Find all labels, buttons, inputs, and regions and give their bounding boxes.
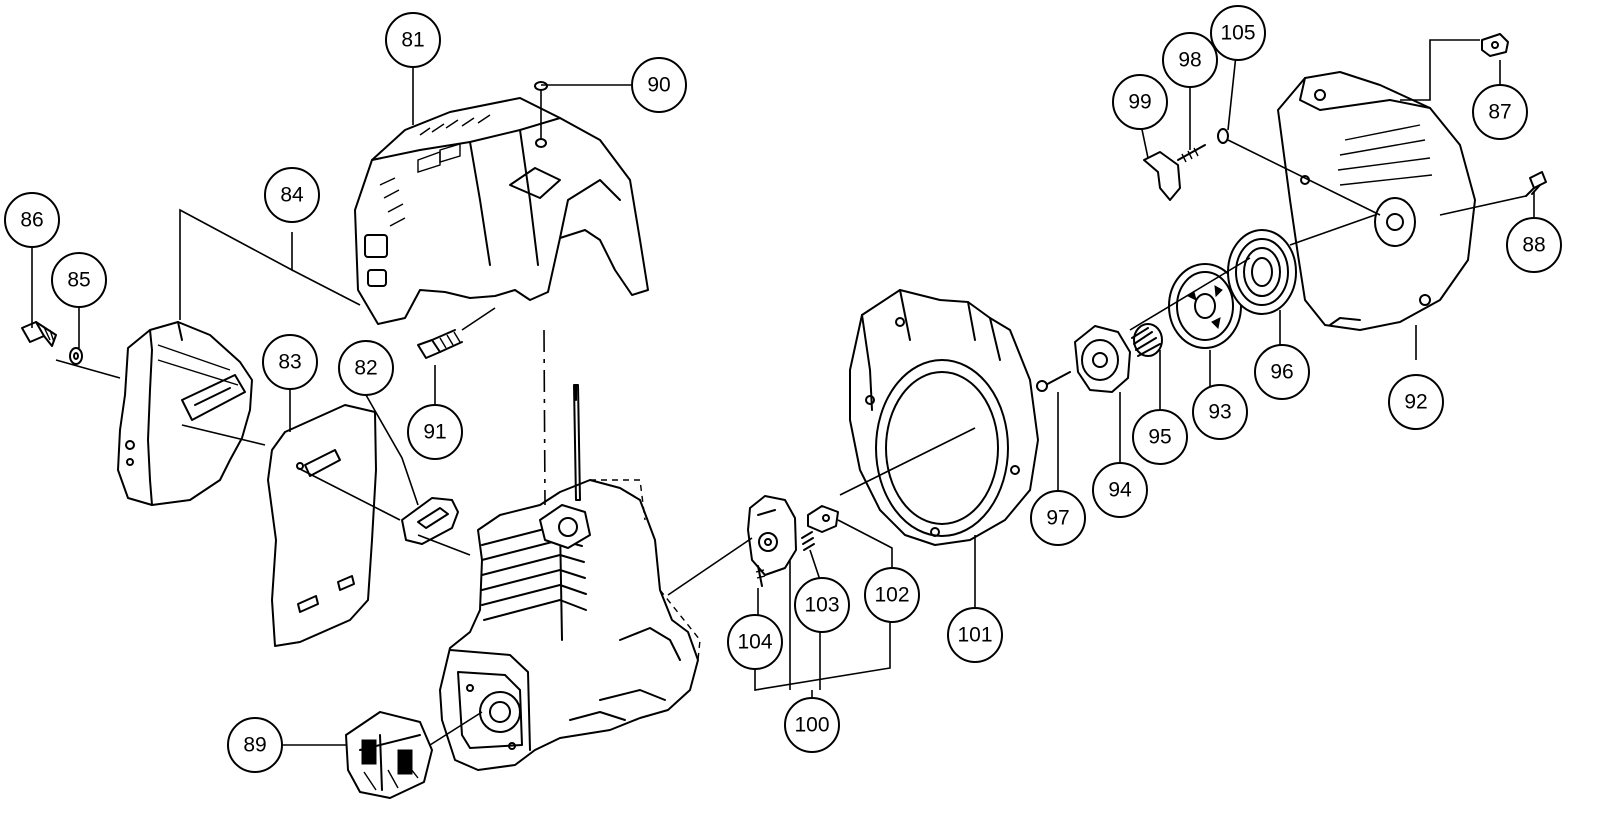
- callout-84-label: 84: [280, 184, 304, 207]
- callout-101: 101: [947, 607, 1003, 663]
- callout-102-label: 102: [874, 584, 909, 607]
- callout-102: 102: [864, 567, 920, 623]
- callout-100: 100: [784, 697, 840, 753]
- part-spring-103: [801, 531, 815, 551]
- part-ignition-module: [747, 495, 797, 576]
- part-washer-105: [1217, 128, 1229, 144]
- part-starter-case: [1277, 71, 1476, 331]
- part-heat-shield: [267, 404, 377, 647]
- callout-90: 90: [631, 57, 687, 113]
- callout-97-label: 97: [1046, 507, 1069, 530]
- callout-83-label: 83: [278, 351, 301, 374]
- callout-103: 103: [794, 577, 850, 633]
- part-pulley-hub: [1074, 325, 1131, 393]
- callout-82-label: 82: [354, 357, 377, 380]
- callout-105-label: 105: [1220, 22, 1255, 45]
- part-screw-104: [755, 565, 766, 587]
- part-engine-block: [439, 479, 701, 771]
- part-clip-87: [1481, 33, 1509, 57]
- part-washer-85: [69, 347, 83, 365]
- part-spring-95: [1131, 323, 1163, 357]
- part-engine-cover: [354, 97, 649, 325]
- callout-95: 95: [1132, 409, 1188, 465]
- callout-98: 98: [1162, 32, 1218, 88]
- part-terminal-102: [807, 505, 839, 533]
- callout-93-label: 93: [1208, 401, 1231, 424]
- callout-87: 87: [1472, 84, 1528, 140]
- callout-104-label: 104: [737, 631, 772, 654]
- callout-92-label: 92: [1404, 391, 1427, 414]
- callout-89: 89: [227, 717, 283, 773]
- part-intake-insulator: [345, 711, 433, 799]
- callout-99: 99: [1112, 74, 1168, 130]
- part-muffler-bolt: [21, 321, 57, 347]
- callout-94-label: 94: [1108, 479, 1132, 502]
- callout-96-label: 96: [1270, 361, 1293, 384]
- part-bolt-91: [417, 329, 463, 359]
- callout-81-label: 81: [401, 29, 424, 52]
- callout-85: 85: [51, 252, 107, 308]
- callout-101-label: 101: [957, 624, 992, 647]
- callout-85-label: 85: [67, 269, 90, 292]
- callout-87-label: 87: [1488, 101, 1511, 124]
- callout-86-label: 86: [20, 209, 43, 232]
- callout-103-label: 103: [804, 594, 839, 617]
- part-fan-housing: [849, 289, 1039, 546]
- callout-95-label: 95: [1148, 426, 1171, 449]
- callout-98-label: 98: [1178, 49, 1201, 72]
- part-screw-97: [1036, 371, 1071, 392]
- part-gasket: [401, 497, 459, 545]
- part-bolt-98: [1177, 144, 1206, 163]
- callout-105: 105: [1210, 5, 1266, 61]
- callout-91: 91: [407, 404, 463, 460]
- leader-lines: [31, 39, 1535, 746]
- part-screw-88: [1525, 171, 1547, 197]
- callout-99-label: 99: [1128, 91, 1151, 114]
- part-starter-handle: [1143, 151, 1181, 201]
- callout-100-label: 100: [794, 714, 829, 737]
- callout-104: 104: [727, 614, 783, 670]
- callout-88: 88: [1506, 217, 1562, 273]
- callout-88-label: 88: [1522, 234, 1545, 257]
- callout-94: 94: [1092, 462, 1148, 518]
- callout-90-label: 90: [647, 74, 670, 97]
- part-rod: [573, 384, 581, 501]
- callout-86: 86: [4, 192, 60, 248]
- callout-92: 92: [1388, 374, 1444, 430]
- callout-82: 82: [338, 340, 394, 396]
- part-muffler: [117, 321, 253, 506]
- part-recoil-spring: [1227, 229, 1297, 315]
- callout-89-label: 89: [243, 734, 266, 757]
- callout-97: 97: [1030, 490, 1086, 546]
- callout-81: 81: [385, 12, 441, 68]
- callout-84: 84: [264, 167, 320, 223]
- callout-91-label: 91: [423, 421, 446, 444]
- callout-93: 93: [1192, 384, 1248, 440]
- callout-83: 83: [262, 334, 318, 390]
- callout-96: 96: [1254, 344, 1310, 400]
